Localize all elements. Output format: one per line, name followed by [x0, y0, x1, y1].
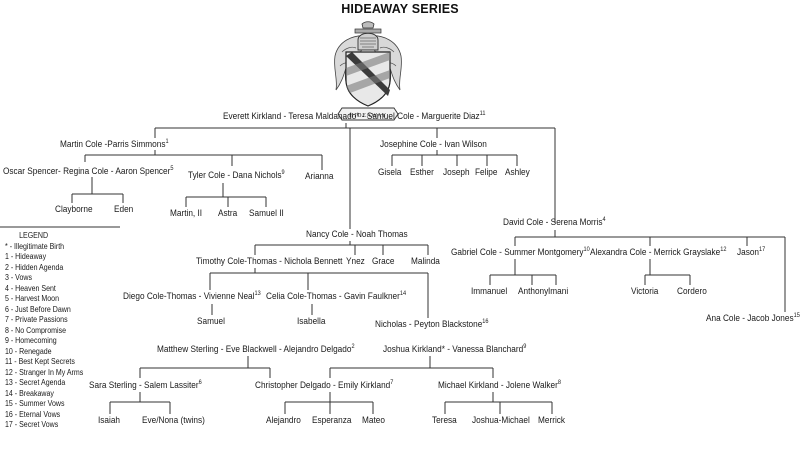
- person-matthew: Matthew Sterling - Eve Blackwell - Aleja…: [157, 342, 355, 355]
- person-isabella: Isabella: [297, 316, 326, 327]
- person-martin-ii: Martin, II: [170, 208, 203, 219]
- person-david: David Cole - Serena Morris4: [503, 215, 606, 228]
- person-samuel-ii: Samuel II: [249, 208, 284, 219]
- person-teresa: Teresa: [432, 415, 457, 426]
- person-martin: Martin Cole -Parris Simmons1: [60, 137, 169, 150]
- legend-item: 14 - Breakaway: [5, 388, 54, 398]
- person-malinda: Malinda: [411, 256, 440, 267]
- legend-item: 6 - Just Before Dawn: [5, 304, 71, 314]
- person-jason: Jason17: [737, 245, 766, 258]
- legend-item: 11 - Best Kept Secrets: [5, 357, 75, 366]
- person-alejandro: Alejandro: [266, 415, 301, 426]
- legend-item: 1 - Hideaway: [5, 252, 47, 261]
- person-timothy: Timothy Cole-Thomas - Nichola Bennett: [196, 256, 343, 267]
- person-gisela: Gisela: [378, 167, 402, 178]
- legend-item: 7 - Private Passions: [5, 315, 68, 324]
- person-ana: Ana Cole - Jacob Jones15: [706, 311, 800, 324]
- person-grace: Grace: [372, 256, 395, 267]
- person-tyler: Tyler Cole - Dana Nichols9: [188, 168, 285, 181]
- person-mateo: Mateo: [362, 415, 385, 426]
- person-arianna: Arianna: [305, 171, 334, 182]
- person-eden: Eden: [114, 204, 134, 215]
- legend-item: 17 - Secret Vows: [5, 420, 59, 429]
- person-cordero: Cordero: [677, 286, 707, 297]
- crest-motto: HIDEAWAY: [349, 113, 387, 119]
- person-esther: Esther: [410, 167, 434, 178]
- person-ynez: Ynez: [346, 256, 365, 267]
- person-nicholas: Nicholas - Peyton Blackstone16: [375, 317, 489, 330]
- person-imani: Imani: [548, 286, 569, 297]
- person-joseph: Joseph: [443, 167, 470, 178]
- person-astra: Astra: [218, 208, 238, 219]
- legend-item: 5 - Harvest Moon: [5, 294, 59, 303]
- legend-item: 9 - Homecoming: [5, 336, 57, 345]
- legend-item: 2 - Hidden Agenda: [5, 262, 64, 272]
- person-clayborne: Clayborne: [55, 204, 93, 215]
- person-joshua-michael: Joshua-Michael: [472, 415, 530, 426]
- person-josephine: Josephine Cole - Ivan Wilson: [380, 139, 487, 150]
- person-victoria: Victoria: [631, 286, 659, 297]
- legend-title: LEGEND: [19, 231, 49, 240]
- legend-item: 3 - Vows: [5, 273, 33, 282]
- person-sara: Sara Sterling - Salem Lassiter6: [89, 378, 202, 391]
- person-christopher: Christopher Delgado - Emily Kirkland7: [255, 378, 394, 391]
- crest-icon: HIDEAWAY: [334, 21, 402, 121]
- person-anthony: Anthony: [518, 286, 549, 297]
- person-michael: Michael Kirkland - Jolene Walker8: [438, 378, 561, 391]
- person-nancy: Nancy Cole - Noah Thomas: [306, 229, 408, 240]
- person-merrick: Merrick: [538, 415, 566, 426]
- diagram-title: HIDEAWAY SERIES: [341, 2, 459, 16]
- legend-item: * - Illegitimate Birth: [5, 241, 65, 251]
- person-ashley: Ashley: [505, 167, 530, 178]
- legend: LEGEND * - Illegitimate Birth 1 - Hideaw…: [5, 231, 83, 431]
- legend-item: 13 - Secret Agenda: [5, 378, 66, 387]
- legend-item: 12 - Stranger In My Arms: [5, 367, 84, 377]
- legend-item: 4 - Heaven Sent: [5, 283, 56, 293]
- legend-item: 15 - Summer Vows: [5, 399, 65, 408]
- person-celia: Celia Cole-Thomas - Gavin Faulkner14: [266, 289, 407, 302]
- person-esperanza: Esperanza: [312, 415, 352, 426]
- person-diego: Diego Cole-Thomas - Vivienne Neal13: [123, 289, 261, 302]
- person-root: Everett Kirkland - Teresa Maldanado* - S…: [223, 109, 486, 122]
- legend-item: 8 - No Compromise: [5, 325, 67, 335]
- person-immanuel: Immanuel: [471, 286, 508, 297]
- person-alexandra: Alexandra Cole - Merrick Grayslake12: [590, 245, 727, 258]
- person-oscar: Oscar Spencer- Regina Cole - Aaron Spenc…: [3, 164, 174, 177]
- person-samuel: Samuel: [197, 316, 225, 327]
- person-joshua: Joshua Kirkland* - Vanessa Blanchard9: [383, 342, 527, 355]
- person-isaiah: Isaiah: [98, 415, 121, 426]
- legend-item: 16 - Eternal Vows: [5, 409, 61, 419]
- person-eve-nona: Eve/Nona (twins): [142, 415, 205, 426]
- person-gabriel: Gabriel Cole - Summer Montgomery10: [451, 245, 590, 258]
- person-felipe: Felipe: [475, 167, 498, 178]
- legend-item: 10 - Renegade: [5, 346, 52, 356]
